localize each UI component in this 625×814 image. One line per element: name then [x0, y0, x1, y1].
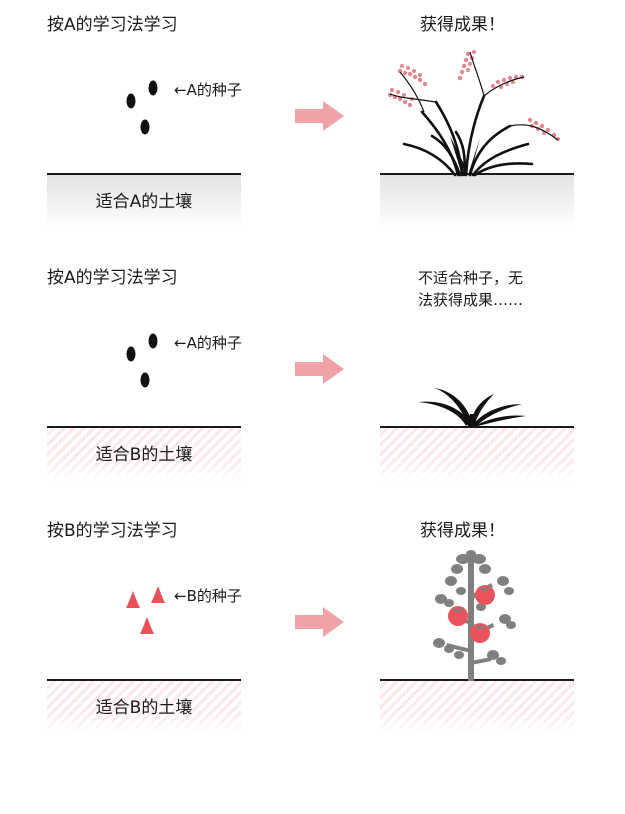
soil-label: 适合B的土壤	[95, 445, 193, 465]
soil-b: 适合B的土壤	[47, 426, 241, 481]
soil-label: 适合B的土壤	[95, 698, 193, 718]
result-text: 获得成果！	[420, 15, 505, 35]
soil-b	[380, 679, 574, 734]
arrow-right-icon	[295, 607, 344, 637]
seeds-a	[126, 333, 158, 388]
row-title: 按A的学习法学习	[47, 15, 178, 35]
wilted-sprout-icon	[418, 388, 526, 426]
soil-a	[380, 173, 574, 228]
result-text: 获得成果！	[420, 521, 505, 541]
arrow-right-icon	[295, 101, 344, 131]
soil-label: 适合A的土壤	[95, 192, 193, 212]
seeds-a	[126, 80, 158, 135]
soil-b: 适合B的土壤	[47, 679, 241, 734]
row-title: 按B的学习法学习	[47, 521, 178, 541]
seeds-b	[126, 586, 165, 634]
soil-b	[380, 426, 574, 481]
tomato-plant-icon	[433, 550, 516, 681]
seed-label: ←A的种子	[174, 81, 242, 99]
seed-label: ←A的种子	[174, 334, 242, 352]
row-title: 按A的学习法学习	[47, 268, 178, 288]
soil-a: 适合A的土壤	[47, 173, 241, 228]
rice-plant-icon	[387, 50, 560, 177]
result-text: 不适合种子，无 法获得成果……	[418, 269, 524, 309]
seed-label: ←B的种子	[174, 587, 242, 605]
arrow-right-icon	[295, 354, 344, 384]
